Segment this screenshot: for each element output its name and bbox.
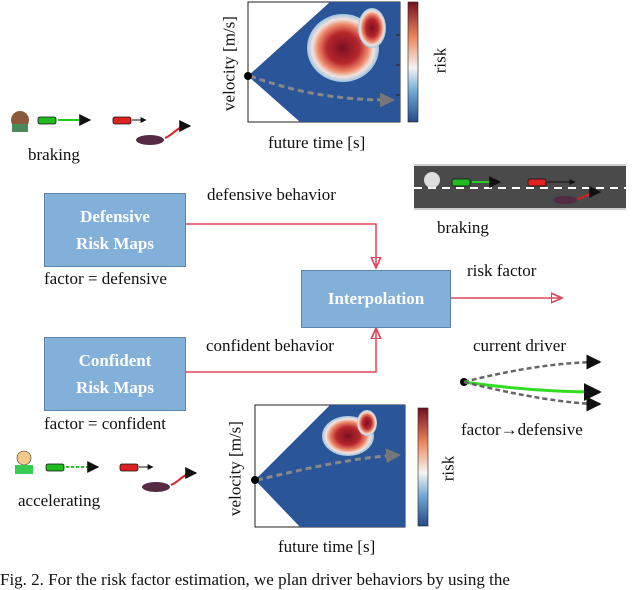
defensive-behavior-label: defensive behavior — [207, 185, 336, 204]
happy-driver-icon — [16, 450, 32, 466]
top-velocity-trajectory — [249, 74, 395, 108]
green-car-icon — [37, 116, 57, 125]
top-ylabel: velocity [m/s] — [219, 16, 239, 111]
risk-factor-label: risk factor — [467, 261, 537, 280]
top-start-point — [244, 72, 252, 80]
bottom-colorbar-label: risk — [438, 455, 458, 482]
interpolation-label: Interpolation — [327, 289, 425, 309]
top-risk-blob-tail — [358, 8, 386, 48]
top-colorbar — [407, 1, 419, 123]
bottom-start-point — [251, 476, 259, 484]
confident-risk-maps-box: Confident Risk Maps — [44, 337, 186, 411]
bottom-risk-map — [251, 404, 429, 528]
confident-factor-label: factor = confident — [44, 414, 166, 433]
defensive-factor-label: factor = defensive — [44, 269, 167, 288]
accelerating-scenario-icon — [15, 450, 198, 492]
defensive-risk-maps-box: Defensive Risk Maps — [44, 193, 186, 267]
top-xlabel: future time [s] — [268, 133, 366, 152]
bottom-risk-blob-tail — [357, 410, 377, 436]
braking-label-left: braking — [28, 145, 80, 164]
bottom-xlabel: future time [s] — [278, 537, 376, 556]
defensive-arrow — [185, 223, 376, 268]
confident-box-line2: Risk Maps — [76, 378, 154, 397]
defensive-box-line1: Defensive — [80, 206, 150, 226]
top-colorbar-label: risk — [430, 47, 450, 74]
road-driver-icon — [424, 172, 440, 188]
red-car-icon — [112, 116, 132, 125]
bottom-ylabel: velocity [m/s] — [225, 421, 245, 516]
driver-trajectory-legend — [460, 354, 602, 412]
flow-arrows — [185, 223, 562, 373]
factor-defensive-label: factor→defensive — [461, 420, 583, 439]
current-driver-label: current driver — [473, 336, 566, 355]
confident-arrow — [185, 328, 376, 373]
accelerating-label: accelerating — [18, 491, 101, 510]
road-braking-scenario — [414, 164, 626, 210]
top-risk-map — [244, 1, 419, 123]
confident-behavior-label: confident behavior — [206, 336, 334, 355]
defensive-box-line2: Risk Maps — [76, 234, 154, 253]
confident-box-line1: Confident — [78, 350, 152, 370]
braking-label-road: braking — [437, 218, 489, 237]
crash-icon — [136, 135, 164, 145]
bottom-velocity-trajectory — [256, 448, 401, 482]
interpolation-box: Interpolation — [301, 270, 451, 328]
figure-caption: Fig. 2. For the risk factor estimation, … — [0, 570, 510, 589]
braking-scenario-icon — [11, 111, 192, 145]
bottom-colorbar — [417, 407, 429, 527]
